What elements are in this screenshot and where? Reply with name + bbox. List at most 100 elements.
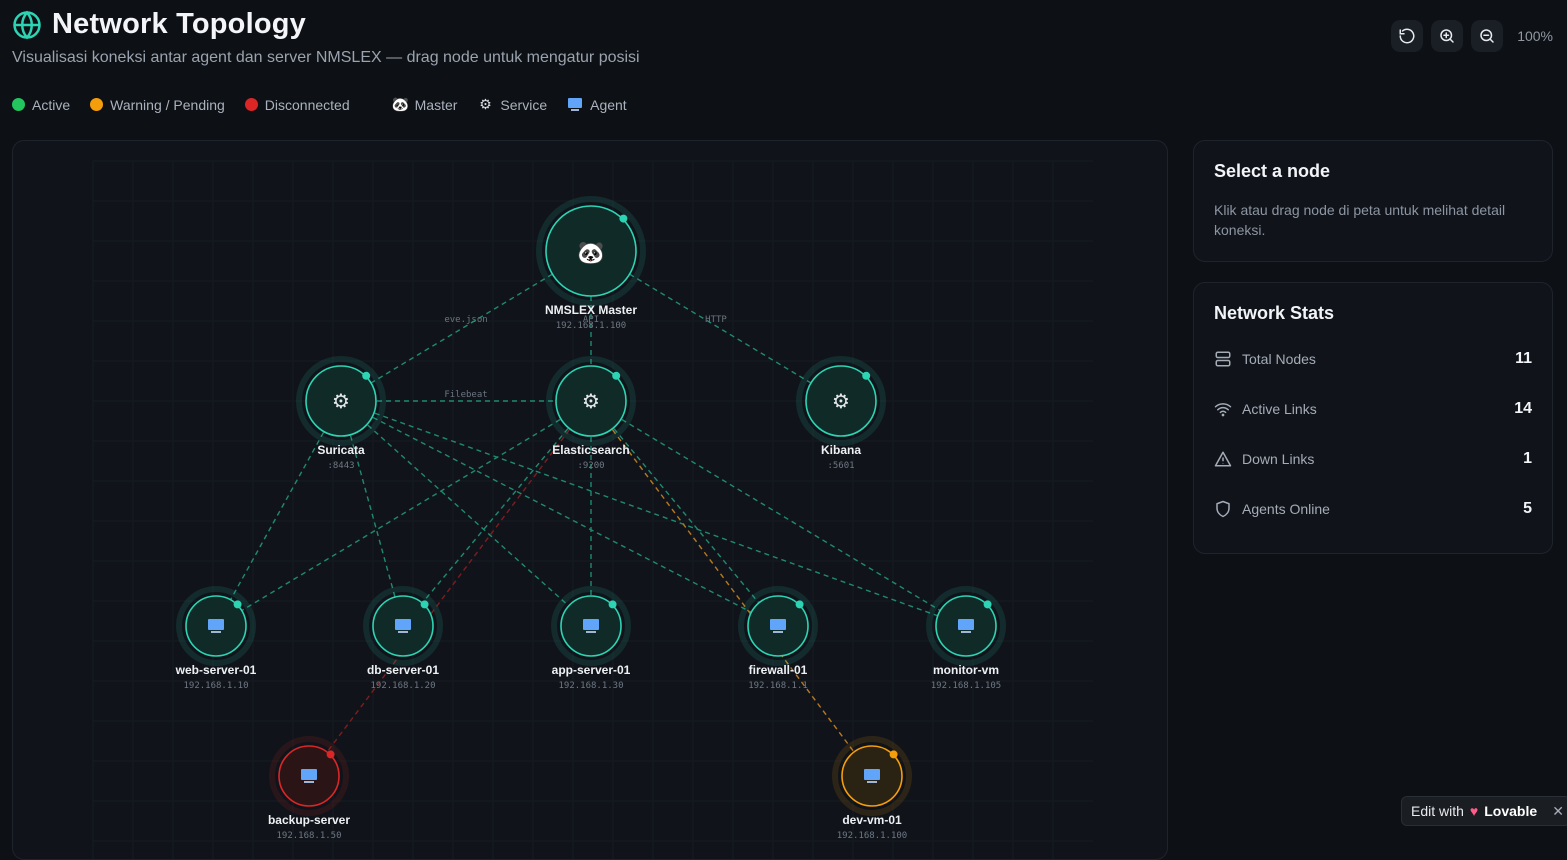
- status-dot: [233, 600, 242, 609]
- node-address: 192.168.1.20: [370, 681, 435, 691]
- stat-agents-online: Agents Online 5: [1214, 484, 1532, 534]
- node-name: backup-server: [268, 813, 350, 827]
- status-dot: [326, 750, 335, 759]
- link-label: API: [583, 315, 599, 325]
- link-suricata-web: [215, 400, 342, 627]
- node-name: db-server-01: [367, 663, 439, 677]
- monitor-icon: [583, 619, 599, 633]
- legend-master: 🐼 Master: [391, 96, 458, 113]
- node-glow: [926, 586, 1006, 666]
- gear-icon: ⚙: [479, 96, 492, 112]
- node-circle[interactable]: [545, 205, 637, 297]
- link-elastic-db: [402, 400, 592, 627]
- node-name: Suricata: [317, 443, 365, 457]
- node-fw[interactable]: firewall-01 192.168.1.1: [738, 586, 818, 691]
- link-suricata-app: [340, 400, 592, 627]
- monitor-icon: [301, 769, 317, 783]
- node-circle[interactable]: [555, 365, 627, 437]
- node-glow: [738, 586, 818, 666]
- gear-icon: ⚙: [332, 391, 350, 413]
- node-mon[interactable]: monitor-vm 192.168.1.105: [926, 586, 1006, 691]
- reset-view-button[interactable]: [1391, 20, 1424, 52]
- gear-icon: ⚙: [582, 391, 600, 413]
- node-glow: [796, 356, 886, 446]
- status-dot: [983, 600, 992, 609]
- monitor-icon: [864, 769, 880, 783]
- panda-icon: 🐼: [391, 96, 410, 112]
- node-web[interactable]: web-server-01 192.168.1.10: [175, 586, 257, 691]
- node-glow: [551, 586, 631, 666]
- node-address: :9200: [577, 461, 604, 471]
- page-title: Network Topology: [52, 8, 306, 40]
- node-name: dev-vm-01: [842, 813, 902, 827]
- status-dot: [362, 371, 371, 380]
- link-elastic-web: [215, 400, 592, 627]
- status-dot: [608, 600, 617, 609]
- zoom-in-icon: [1440, 29, 1454, 43]
- node-address: 192.168.1.100: [556, 321, 626, 331]
- node-glow: [832, 736, 912, 816]
- status-dot-disconnected: [244, 98, 258, 111]
- status-dot: [420, 600, 429, 609]
- server-icon: [1215, 351, 1231, 367]
- node-address: 192.168.1.30: [558, 681, 623, 691]
- link-suricata-fw: [340, 400, 779, 627]
- node-circle[interactable]: [305, 365, 377, 437]
- status-dot-warning: [90, 98, 104, 111]
- lovable-heart-icon: ♥: [1469, 803, 1479, 819]
- legend-disconnected: Disconnected: [244, 97, 350, 113]
- node-glow: [536, 196, 646, 306]
- select-node-hint: Klik atau drag node di peta untuk meliha…: [1214, 202, 1506, 238]
- node-name: monitor-vm: [933, 663, 999, 677]
- legend-service: ⚙ Service: [479, 96, 548, 113]
- node-glow: [296, 356, 386, 446]
- legend-agent: Agent: [567, 97, 627, 113]
- node-address: 192.168.1.105: [931, 681, 1001, 691]
- node-glow: [546, 356, 636, 446]
- node-address: 192.168.1.10: [183, 681, 248, 691]
- panda-icon: 🐼: [577, 240, 605, 265]
- node-address: 192.168.1.1: [748, 681, 808, 691]
- node-name: firewall-01: [749, 663, 808, 677]
- link-elastic-fw: [590, 400, 779, 627]
- monitor-icon: [958, 619, 974, 633]
- legend-active: Active: [12, 97, 70, 113]
- monitor-icon: [568, 98, 583, 111]
- select-node-panel: Select a node Klik atau drag node di pet…: [1193, 140, 1553, 262]
- monitor-icon: [208, 619, 224, 633]
- warning-icon: [1214, 451, 1232, 467]
- link-label: HTTP: [705, 315, 727, 325]
- edit-with-lovable-badge[interactable]: Edit with ♥ Lovable ✕: [1401, 796, 1567, 826]
- zoom-out-button[interactable]: [1471, 20, 1504, 52]
- close-icon[interactable]: ✕: [1552, 802, 1564, 819]
- node-kibana[interactable]: ⚙Kibana:5601: [796, 356, 886, 471]
- node-elastic[interactable]: ⚙Elasticsearch:9200: [546, 356, 636, 471]
- link-elastic-backup: [308, 400, 592, 777]
- reset-icon: [1399, 28, 1415, 44]
- wifi-icon: [1214, 403, 1232, 417]
- page-subtitle: Visualisasi koneksi antar agent dan serv…: [12, 49, 640, 66]
- status-dot: [889, 750, 898, 759]
- zoom-in-button[interactable]: [1431, 20, 1464, 52]
- zoom-out-icon: [1480, 29, 1494, 43]
- legend: Active Warning / Pending Disconnected 🐼 …: [12, 96, 647, 113]
- node-db[interactable]: db-server-01 192.168.1.20: [363, 586, 443, 691]
- status-dot: [795, 600, 804, 609]
- network-stats-panel: Network Stats Total Nodes 11 Active Link…: [1193, 282, 1553, 554]
- legend-warning: Warning / Pending: [90, 97, 225, 113]
- stat-total-nodes: Total Nodes 11: [1214, 334, 1532, 384]
- node-suricata[interactable]: ⚙Suricata:8443: [296, 356, 386, 471]
- node-name: Kibana: [821, 443, 861, 457]
- status-dot: [862, 371, 871, 380]
- node-name: web-server-01: [175, 663, 257, 677]
- node-circle[interactable]: [805, 365, 877, 437]
- node-glow: [363, 586, 443, 666]
- link-label: Filebeat: [444, 390, 487, 400]
